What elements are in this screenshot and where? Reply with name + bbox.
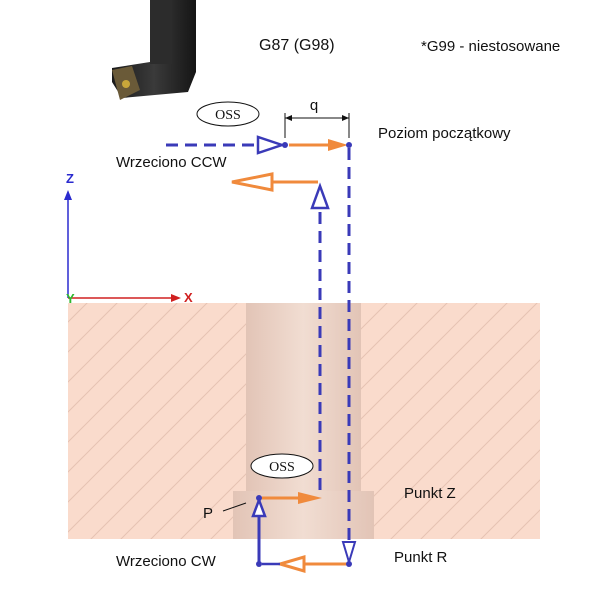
oss-top-label: OSS <box>215 108 241 123</box>
point-z-label: Punkt Z <box>404 485 456 502</box>
shift-moves <box>231 139 349 573</box>
p-leader-line <box>222 502 247 512</box>
shift-q-arrowhead <box>328 139 348 151</box>
spindle-ccw-label: Wrzeciono CCW <box>116 154 227 171</box>
initial-level-label: Poziom początkowy <box>378 125 511 142</box>
point-cw <box>256 561 262 567</box>
coordinate-axes: Z Y X <box>64 171 193 306</box>
path-points <box>256 142 352 567</box>
workpiece <box>68 303 540 539</box>
spindle-cw-label: Wrzeciono CW <box>116 553 217 570</box>
point-initial-start <box>282 142 288 148</box>
point-p <box>256 495 262 501</box>
boring-bar-tool <box>112 0 196 100</box>
shift-back-arrowhead <box>274 555 306 573</box>
q-label: q <box>310 97 318 114</box>
point-r <box>346 561 352 567</box>
return-arrowhead <box>231 172 274 192</box>
g99-note: *G99 - niestosowane <box>421 38 560 55</box>
rapid-approach-arrowhead <box>256 135 286 155</box>
axis-label-y: Y <box>66 291 75 306</box>
oss-bottom-label: OSS <box>269 460 295 475</box>
rapid-moves <box>166 135 357 566</box>
q-dimension: q <box>284 97 350 138</box>
point-initial-q <box>346 142 352 148</box>
z-axis-arrowhead <box>64 190 72 200</box>
rapid-retract-arrowhead <box>310 182 330 210</box>
axis-label-x: X <box>184 290 193 305</box>
oss-bubble-bottom: OSS <box>250 453 314 479</box>
point-r-label: Punkt R <box>394 549 448 566</box>
rapid-down-arrowhead <box>341 541 357 566</box>
cycle-title: G87 (G98) <box>259 37 335 54</box>
insert-screw <box>122 80 130 88</box>
oss-bubble-top: OSS <box>196 101 260 127</box>
x-axis-arrowhead <box>171 294 181 302</box>
axis-label-z: Z <box>66 171 74 186</box>
point-p-label: P <box>203 505 213 522</box>
feed-up-arrowhead <box>251 496 267 518</box>
shift-out-arrowhead <box>298 492 322 504</box>
